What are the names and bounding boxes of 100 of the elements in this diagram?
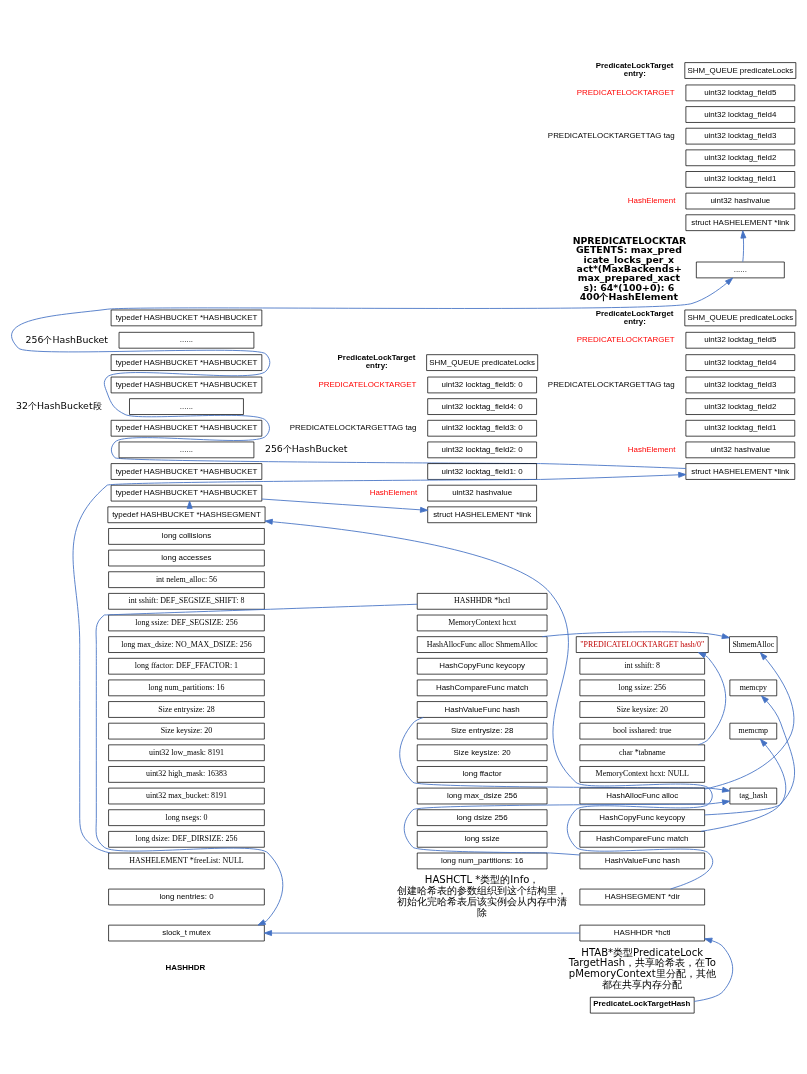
node-box: Size keysize: 20 <box>579 700 705 718</box>
node-box: long nsegs: 0 <box>108 808 265 826</box>
node-box: long dsize: DEF_DIRSIZE: 256 <box>108 830 265 848</box>
node-box: long ssize: 256 <box>579 679 705 696</box>
node-box: uint32 high_mask: 16383 <box>108 765 265 783</box>
arrow <box>697 651 727 745</box>
arrow <box>263 929 581 936</box>
node-box: typedef HASHBUCKET *HASHBUCKET <box>110 419 263 437</box>
node-box: HASHSEGMENT *dir <box>579 888 705 905</box>
node-box: HASHHDR *hctl <box>416 592 548 610</box>
node-box: int sshift: DEF_SEGSIZE_SHIFT: 8 <box>108 592 265 610</box>
arrow <box>11 277 733 469</box>
node-box: HashValueFunc hash <box>579 852 705 869</box>
node-box: int nelem_alloc: 56 <box>108 570 265 588</box>
node-box: ShmemAlloc <box>729 635 778 653</box>
node-box: MemoryContext hcxt <box>416 614 548 631</box>
node-box: HashCompareFunc match <box>416 679 548 696</box>
node-box: typedef HASHBUCKET *HASHBUCKET <box>110 484 263 501</box>
node-box: uint32 locktag_field4 <box>685 105 796 123</box>
arrow <box>700 738 787 832</box>
arrow <box>541 630 730 639</box>
label: 256个HashBucket <box>264 442 348 454</box>
node-box: HASHHDR *hctl <box>579 924 705 941</box>
node-box: uint32 hashvalue <box>685 192 796 209</box>
node-box: uint32 hashvalue <box>427 484 537 501</box>
arrow <box>264 518 714 889</box>
node-box: typedef HASHBUCKET *HASHBUCKET <box>110 376 263 393</box>
node-box: tag_hash <box>729 787 778 804</box>
label: HashElement <box>627 444 676 454</box>
label: PREDICATELOCKTARGET <box>576 334 675 344</box>
node-box: PredicateLockTargetHash <box>589 996 695 1013</box>
node-box: uint32 locktag_field1 <box>685 170 796 188</box>
node-box: uint32 locktag_field1: 0 <box>427 462 537 480</box>
arrow <box>704 651 795 790</box>
node-box: HashAllocFunc alloc ShmemAlloc <box>416 635 548 653</box>
node-box: long max_dsize 256 <box>416 787 548 804</box>
node-box: struct HASHELEMENT *link <box>685 462 796 480</box>
node-box: HashCopyFunc keycopy <box>416 657 548 674</box>
label: PREDICATELOCKTARGETTAG tag <box>547 130 675 140</box>
node-box: long ssize: DEF_SEGSIZE: 256 <box>108 614 265 631</box>
node-box: struct HASHELEMENT *link <box>427 506 537 523</box>
label: PREDICATELOCKTARGETTAG tag <box>547 379 675 389</box>
node-box: uint32 hashvalue <box>685 441 796 458</box>
node-box: ...... <box>129 397 244 415</box>
arrow <box>704 694 795 815</box>
node-box: SHM_QUEUE predicateLocks <box>426 353 539 371</box>
arrow <box>693 937 734 1002</box>
node-box: typedef HASHBUCKET *HASHBUCKET <box>110 462 263 480</box>
node-box: ...... <box>118 331 255 349</box>
arrow <box>403 798 731 855</box>
node-box: uint32 locktag_field3 <box>685 376 796 393</box>
arrow <box>261 498 429 513</box>
label: HTAB*类型PredicateLockTargetHash，共享哈希表，在TopMemoryContext里分配，其他都在共享内存分配 <box>568 946 716 990</box>
node-box: memcpy <box>729 679 778 696</box>
label: 256个HashBucket <box>25 333 108 345</box>
label: HASHCTL *类型的Info，创建哈希表的参数组织到这个结构里，初始化完哈希表后该实例会从内存中清除 <box>397 873 568 918</box>
node-box: uint32 max_bucket: 8191 <box>108 787 265 804</box>
label: 32个HashBucket段 <box>16 399 102 411</box>
node-box: HashAllocFunc alloc <box>579 787 705 804</box>
node-box: int sshift: 8 <box>579 657 705 674</box>
node-box: uint32 locktag_field4 <box>685 353 796 371</box>
node-box: uint32 low_mask: 8191 <box>108 744 265 761</box>
node-box: "PREDICATELOCKTARGET hash/0" <box>575 635 709 653</box>
node-box: long collisions <box>108 527 265 545</box>
node-box: long ffactor: DEF_FFACTOR: 1 <box>108 657 265 674</box>
node-box: HashValueFunc hash <box>416 700 548 718</box>
node-box: typedef HASHBUCKET *HASHBUCKET <box>110 309 263 326</box>
node-box: uint32 locktag_field5 <box>685 331 796 349</box>
node-box: Size keysize: 20 <box>416 744 548 761</box>
node-box: uint32 locktag_field1 <box>685 419 796 437</box>
node-box: ...... <box>696 261 785 278</box>
node-box: char *tabname <box>579 744 705 761</box>
node-box: Size entrysize: 28 <box>108 700 265 718</box>
arrow <box>740 229 747 262</box>
node-box: long ssize <box>416 830 548 848</box>
node-box: typedef HASHBUCKET *HASHBUCKET <box>110 353 263 371</box>
node-box: uint32 locktag_field4: 0 <box>427 397 537 415</box>
node-box: Size entrysize: 28 <box>416 722 548 739</box>
label: HASHHDR <box>165 962 206 972</box>
node-box: uint32 locktag_field2: 0 <box>427 441 537 458</box>
node-box: ...... <box>118 441 255 458</box>
label: HashElement <box>369 487 418 497</box>
node-box: MemoryContext hcxt: NULL <box>579 765 705 783</box>
arrow <box>72 471 687 853</box>
node-box: bool isshared: true <box>579 722 705 739</box>
label: PREDICATELOCKTARGET <box>318 379 417 389</box>
node-box: uint32 locktag_field3 <box>685 127 796 144</box>
label: HashElement <box>627 195 676 205</box>
node-box: struct HASHELEMENT *link <box>685 213 796 231</box>
node-box: uint32 locktag_field5: 0 <box>427 376 537 393</box>
label: PREDICATELOCKTARGETTAG tag <box>289 422 417 432</box>
node-box: HashCopyFunc keycopy <box>579 808 705 826</box>
node-box: slock_t mutex <box>108 924 265 941</box>
node-box: long nentries: 0 <box>108 888 265 905</box>
node-box: long num_partitions: 16 <box>416 852 548 869</box>
arrow <box>95 603 418 926</box>
node-box: long ffactor <box>416 765 548 783</box>
label: PredicateLockTarget entry: <box>337 352 416 370</box>
node-box: long num_partitions: 16 <box>108 679 265 696</box>
label: NPREDICATELOCKTARGETENTS: max_predicate_locks_per_xact*(MaxBackends+max_prepared_xacts): 64*(100+0): 6400个HashElement <box>572 234 687 302</box>
